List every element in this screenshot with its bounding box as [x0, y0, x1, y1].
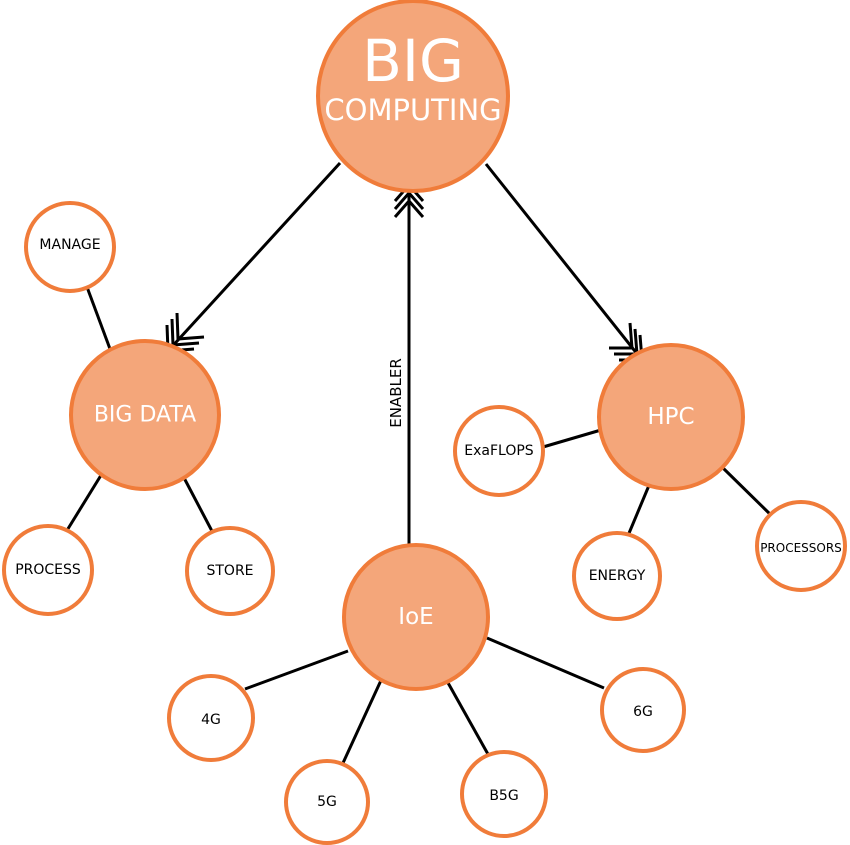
- edge-bigcomputing-to-bigdata: [166, 161, 342, 353]
- edge-hpc-exaflops: [542, 428, 602, 449]
- node-6g: 6G: [600, 667, 686, 753]
- node-exaflops: ExaFLOPS: [453, 405, 545, 497]
- edge-hpc-processors: [721, 466, 775, 519]
- node-hpc: HPC: [597, 343, 745, 491]
- node-4g: 4G: [167, 674, 255, 762]
- node-big-data: BIG DATA: [69, 339, 221, 491]
- edge-bigdata-manage: [85, 286, 115, 358]
- big-computing-title-line2: COMPUTING: [324, 93, 501, 127]
- edge-ioe-5g: [341, 675, 385, 764]
- store-label: STORE: [206, 563, 253, 579]
- edge-ioe-6g: [486, 636, 605, 690]
- node-5g: 5G: [284, 759, 370, 845]
- node-store: STORE: [185, 526, 275, 616]
- node-big-computing: BIG COMPUTING: [316, 0, 510, 193]
- edge-ioe-b5g: [445, 680, 491, 757]
- enabler-label: ENABLER: [387, 358, 405, 428]
- manage-label: MANAGE: [39, 237, 100, 253]
- edge-bigcomputing-to-hpc: [484, 163, 644, 361]
- node-processors: PROCESSORS: [755, 500, 847, 592]
- node-ioe: IoE: [342, 543, 490, 691]
- process-label: PROCESS: [15, 562, 81, 578]
- energy-label: ENERGY: [589, 568, 646, 584]
- edge-bigdata-process: [64, 471, 105, 533]
- node-b5g: B5G: [460, 750, 548, 838]
- big-data-label: BIG DATA: [94, 403, 196, 428]
- hpc-label: HPC: [647, 404, 694, 430]
- edge-bigdata-store: [180, 473, 215, 534]
- 5g-label: 5G: [317, 794, 337, 810]
- node-manage: MANAGE: [24, 201, 116, 293]
- processors-label: PROCESSORS: [760, 541, 842, 555]
- ioe-label: IoE: [398, 604, 433, 630]
- exaflops-label: ExaFLOPS: [464, 443, 534, 459]
- 4g-label: 4G: [201, 712, 221, 728]
- node-energy: ENERGY: [572, 531, 662, 621]
- big-computing-title-line1: BIG: [362, 27, 464, 95]
- node-process: PROCESS: [2, 524, 94, 616]
- edge-hpc-energy: [625, 482, 652, 539]
- 6g-label: 6G: [633, 704, 653, 720]
- b5g-label: B5G: [489, 788, 518, 804]
- edge-ioe-4g: [244, 649, 349, 691]
